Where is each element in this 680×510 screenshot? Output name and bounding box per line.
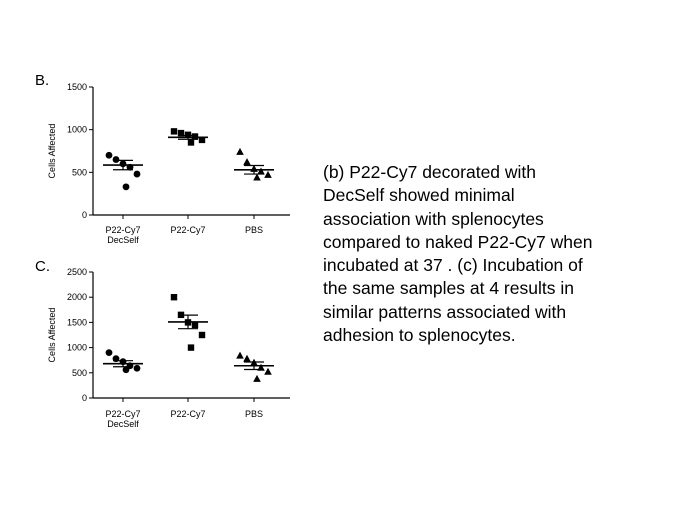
data-point	[122, 366, 130, 374]
data-point	[253, 173, 261, 181]
data-point	[191, 133, 199, 140]
data-point	[198, 136, 206, 144]
data-point	[105, 349, 113, 357]
y-tick-label: 500	[72, 167, 87, 177]
data-point	[170, 128, 178, 135]
caption-line: (b) P22-Cy7 decorated with	[323, 162, 537, 182]
y-tick-label: 0	[82, 210, 87, 220]
panel-label-b: B.	[35, 72, 50, 89]
data-point	[264, 367, 272, 375]
x-tick-label: P22-Cy7	[170, 225, 205, 235]
y-tick-label: 2000	[67, 292, 87, 302]
data-point	[184, 131, 192, 138]
y-axis-label: Cells Affected	[47, 124, 57, 179]
data-point	[177, 129, 185, 137]
x-tick-label: PBS	[245, 409, 263, 419]
y-axis-label: Cells Affected	[47, 308, 57, 363]
data-point	[243, 354, 251, 362]
caption-line: incubated at 37 . (c) Incubation of	[323, 255, 583, 276]
panel-label-c: C.	[35, 258, 50, 275]
x-tick-label: DecSelf	[107, 419, 139, 429]
figure-caption: (b) P22-Cy7 decorated with DecSelf showe…	[323, 161, 668, 347]
caption-line: compared to naked P22-Cy7 when	[323, 231, 593, 252]
caption-line: DecSelf showed minimal	[323, 185, 515, 206]
data-point	[133, 364, 141, 372]
data-point	[133, 170, 141, 178]
y-tick-label: 1000	[67, 343, 87, 353]
data-point	[198, 331, 206, 339]
x-tick-label: P22-Cy7	[105, 409, 140, 419]
data-point	[170, 294, 178, 301]
x-tick-label: P22-Cy7	[170, 409, 205, 419]
x-tick-label: PBS	[245, 225, 263, 235]
data-point	[243, 158, 251, 166]
caption-line: adhesion to splenocytes.	[323, 324, 516, 345]
data-point	[191, 321, 199, 329]
caption-line: similar patterns associated with	[323, 301, 567, 322]
data-point	[257, 167, 265, 175]
data-point	[187, 139, 195, 146]
data-point	[187, 344, 195, 351]
data-point	[264, 170, 272, 178]
caption-line: the same samples at 4 results in	[323, 278, 574, 299]
data-point	[112, 156, 120, 163]
caption-line: association with splenocytes	[323, 208, 544, 229]
y-tick-label: 500	[72, 368, 87, 378]
y-tick-label: 1500	[67, 82, 87, 92]
y-tick-label: 1000	[67, 125, 87, 135]
x-tick-label: DecSelf	[107, 235, 139, 245]
data-point	[236, 351, 244, 359]
x-tick-label: P22-Cy7	[105, 225, 140, 235]
data-point	[253, 374, 261, 382]
data-point	[236, 147, 244, 155]
data-point	[122, 183, 130, 191]
y-tick-label: 1500	[67, 317, 87, 327]
y-tick-label: 2500	[67, 267, 87, 277]
y-tick-label: 0	[82, 393, 87, 403]
data-point	[105, 151, 113, 159]
